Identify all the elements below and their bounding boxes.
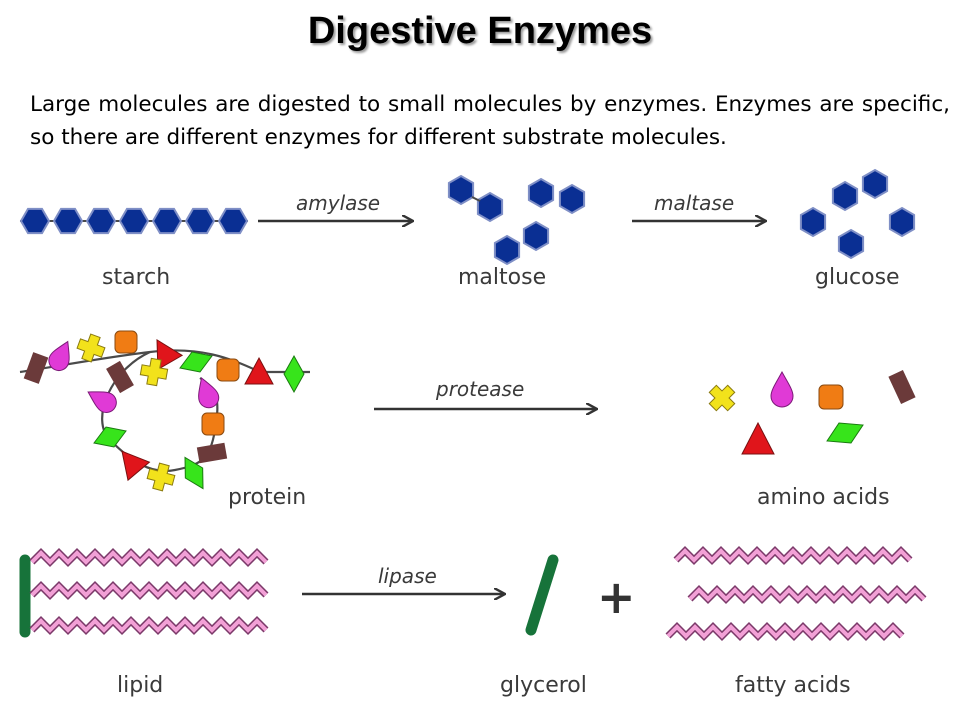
- fatty-acids: [668, 551, 924, 636]
- starch-label: starch: [102, 265, 170, 290]
- protein-chain: [19, 330, 310, 492]
- plus-sign: +: [597, 570, 636, 624]
- protease-label: protease: [435, 377, 524, 401]
- glucose-label: glucose: [815, 265, 900, 290]
- starch-chain: [20, 207, 248, 235]
- glycerol-molecule: [525, 554, 559, 636]
- lipase-label: lipase: [378, 564, 437, 588]
- glucose-molecules: [799, 169, 916, 259]
- intro-text: Large molecules are digested to small mo…: [30, 92, 950, 150]
- fatty-acids-label: fatty acids: [735, 673, 851, 698]
- maltase-label: maltase: [654, 191, 734, 215]
- lipid-molecule: [19, 553, 266, 638]
- amylase-label: amylase: [296, 191, 380, 215]
- maltose-label: maltose: [458, 265, 546, 290]
- glycerol-label: glycerol: [500, 673, 587, 698]
- maltose-molecules: [447, 175, 586, 265]
- lipid-label: lipid: [117, 673, 163, 698]
- protein-label: protein: [228, 485, 306, 510]
- page-title: Digestive Enzymes: [307, 10, 653, 52]
- amino-acids: [708, 370, 916, 455]
- amino-acids-label: amino acids: [757, 485, 890, 510]
